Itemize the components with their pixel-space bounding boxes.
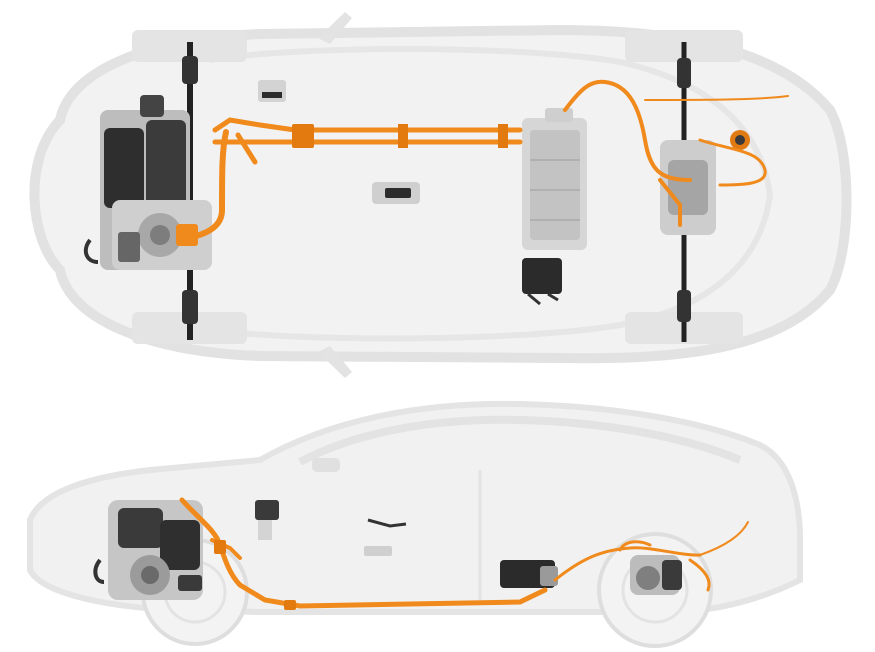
top-view-front-cv-upper: [182, 56, 198, 84]
top-view-rear-cv-lower: [677, 290, 691, 322]
top-view-mirror-lower: [318, 346, 352, 378]
top-view-roof-outline: [209, 45, 774, 342]
side-view: [27, 400, 803, 648]
top-view-battery-pack: [522, 108, 587, 306]
top-view-hv-connector-front: [176, 224, 198, 246]
top-view-hv-clamp-2: [398, 124, 408, 148]
top-view-junction-box-core: [385, 188, 411, 198]
top-view-small-module: [258, 80, 286, 102]
side-view-hv-clamp-front: [214, 540, 226, 554]
top-view-front-powertrain: [83, 95, 212, 270]
top-view-car-body: [29, 24, 852, 364]
side-view-battery: [500, 560, 558, 588]
side-view-window-outline: [298, 415, 742, 466]
side-view-junction-box: [364, 546, 392, 556]
top-view-rear-cv-upper: [677, 58, 691, 88]
side-view-module-dark: [255, 500, 279, 520]
side-view-bracket: [367, 518, 407, 528]
side-view-front-powertrain: [93, 500, 203, 600]
side-view-mirror: [312, 458, 340, 472]
top-view-hv-clamp-1: [292, 124, 314, 148]
side-view-hv-clamp-mid: [284, 600, 296, 610]
top-view-small-module-core: [262, 92, 282, 98]
top-view-hv-cables: [193, 79, 789, 239]
side-view-rear-motor: [630, 555, 682, 595]
top-view-front-cv-lower: [182, 290, 198, 324]
top-view-mirror-upper: [318, 12, 352, 44]
top-view: [29, 12, 852, 378]
side-view-module-mount: [258, 520, 272, 540]
top-view-hv-clamp-3: [498, 124, 508, 148]
